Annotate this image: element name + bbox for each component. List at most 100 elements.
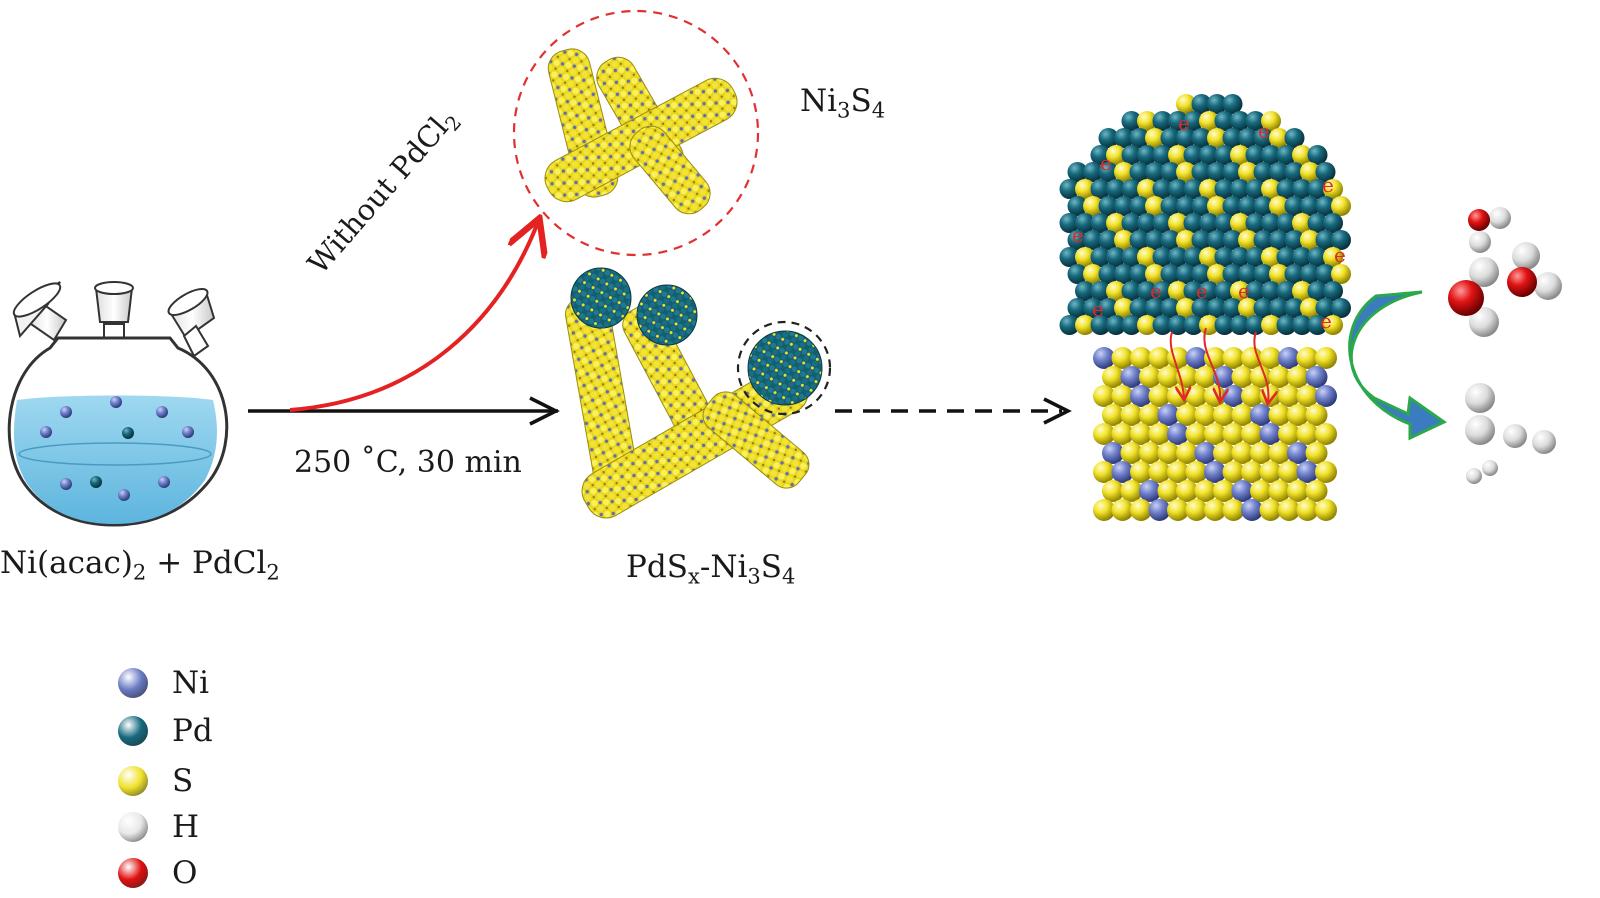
pd-atom	[1183, 315, 1204, 335]
pd-atom	[1191, 298, 1212, 318]
electron-transfer-arrows	[1169, 327, 1269, 402]
s-atom	[1194, 404, 1217, 426]
electron-label: e	[1100, 151, 1112, 175]
pd-atom	[1129, 230, 1150, 250]
o-atom-icon	[118, 858, 148, 888]
pd-atom	[1098, 196, 1119, 216]
s-atom	[1093, 499, 1115, 521]
electron-label: e	[1072, 223, 1084, 247]
s-atom	[1269, 196, 1289, 216]
s-atom	[1185, 461, 1208, 483]
s-atom	[1102, 404, 1124, 426]
pd-atom	[1160, 230, 1181, 250]
pd-atom	[1121, 281, 1142, 301]
ni-ion	[110, 396, 122, 408]
s-atom	[1145, 196, 1165, 216]
electron-label: e	[1258, 119, 1270, 143]
s-atom	[1222, 461, 1245, 483]
s-atom	[1199, 111, 1219, 131]
s-atom	[1194, 366, 1217, 388]
ni-ion	[60, 478, 72, 490]
pd-atom	[1284, 162, 1305, 182]
pd-atom	[1121, 315, 1142, 335]
pd-atom	[1276, 247, 1297, 267]
s-atom	[1102, 366, 1124, 388]
pd-atom	[1284, 128, 1305, 148]
s-atom	[1292, 145, 1312, 165]
pd-ion	[122, 427, 134, 439]
legend-item-ni: Ni	[110, 664, 310, 708]
pd-atom	[1152, 145, 1173, 165]
pd-atom	[1276, 179, 1297, 199]
pd-atom	[1160, 298, 1181, 318]
pd-atom	[1214, 247, 1235, 267]
flask-neck-center	[94, 281, 134, 341]
s-atom	[1157, 366, 1180, 388]
s-atom	[1194, 480, 1217, 502]
pd-atom	[1067, 298, 1088, 318]
s-atom	[1157, 480, 1180, 502]
pd-atom	[1160, 162, 1181, 182]
pd-atom	[1284, 264, 1305, 284]
pd-atom	[1276, 315, 1297, 335]
s-atom	[1168, 145, 1188, 165]
s-atom	[1292, 213, 1312, 233]
pd-atom	[1106, 315, 1126, 335]
pd-atom	[1067, 162, 1088, 182]
pd-atom	[1300, 264, 1320, 284]
h-atom-icon	[118, 812, 148, 842]
pd-atom	[1214, 179, 1235, 199]
pd-atom	[1176, 264, 1196, 284]
s-atom	[1300, 230, 1320, 250]
pd-atom	[1168, 179, 1188, 199]
s-atom	[1157, 442, 1180, 464]
pd-atom	[1315, 196, 1336, 216]
electron-label: e	[1320, 309, 1332, 333]
s-atom	[1231, 366, 1254, 388]
pd-atom	[1222, 196, 1243, 216]
ni-atom	[1305, 366, 1328, 388]
pd-atom	[1214, 145, 1235, 165]
pd-atom	[1176, 196, 1196, 216]
electron-label: e	[1150, 279, 1162, 303]
pd-atom	[1307, 315, 1328, 335]
electron-label: e	[1178, 111, 1190, 135]
s-atom	[1120, 480, 1143, 502]
pd-atom	[1145, 230, 1165, 250]
s-atom	[1176, 298, 1196, 318]
s-atom	[1139, 404, 1161, 426]
pdsx-tip	[747, 330, 823, 406]
red-branch-arrow	[289, 222, 538, 412]
pd-atom	[1199, 281, 1219, 301]
pd-atom	[1059, 247, 1080, 267]
s-atom	[1261, 179, 1281, 199]
s-atom	[1323, 315, 1343, 335]
pd-atom	[1059, 179, 1080, 199]
hydrogen-molecule	[1503, 424, 1556, 454]
pd-ion	[90, 476, 102, 488]
ni-ion	[118, 489, 130, 501]
s-atom	[1292, 281, 1312, 301]
s-atom	[1315, 347, 1337, 369]
pd-atom	[1075, 281, 1095, 301]
pd-atom	[1121, 111, 1142, 131]
pd-atom	[1253, 196, 1274, 216]
s-atom	[1137, 315, 1157, 335]
pd-atom	[1191, 128, 1212, 148]
pd-atom	[1199, 213, 1219, 233]
pd-atom	[1230, 111, 1250, 131]
flask-solution	[13, 395, 217, 524]
pd-atom	[1121, 145, 1142, 165]
pd-atom	[1222, 298, 1243, 318]
s-atom	[1250, 442, 1272, 464]
s-atom	[1241, 385, 1263, 407]
legend-item-o: O	[110, 854, 310, 898]
s-atom	[1083, 264, 1103, 284]
s-atom	[1305, 404, 1328, 426]
s-atom	[1222, 423, 1245, 445]
ni-atom	[1259, 423, 1282, 445]
ni-ion	[182, 426, 194, 438]
s-atom	[1093, 385, 1115, 407]
ni-atom	[1102, 442, 1124, 464]
